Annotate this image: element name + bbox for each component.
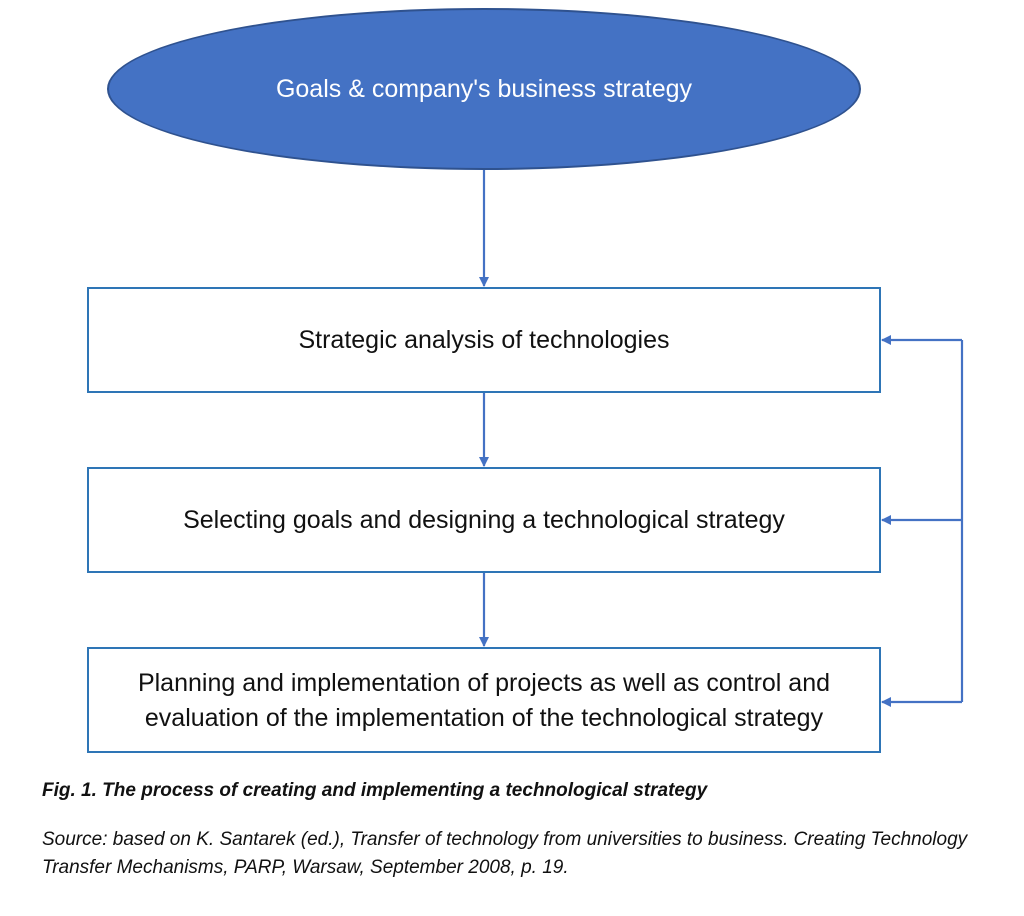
node-strategic-analysis: Strategic analysis of technologies [87, 287, 881, 393]
node-planning-implementation-label: Planning and implementation of projects … [137, 669, 831, 732]
node-strategic-analysis-label: Strategic analysis of technologies [298, 325, 670, 354]
node-planning-implementation: Planning and implementation of projects … [87, 647, 881, 753]
figure-caption: Fig. 1. The process of creating and impl… [42, 780, 708, 801]
node-goals-strategy-label: Goals & company's business strategy [275, 74, 693, 103]
node-selecting-goals: Selecting goals and designing a technolo… [87, 467, 881, 573]
figure-source: Source: based on K. Santarek (ed.), Tran… [42, 829, 968, 878]
node-goals-strategy: Goals & company's business strategy [107, 8, 861, 170]
node-selecting-goals-label: Selecting goals and designing a technolo… [183, 505, 785, 534]
